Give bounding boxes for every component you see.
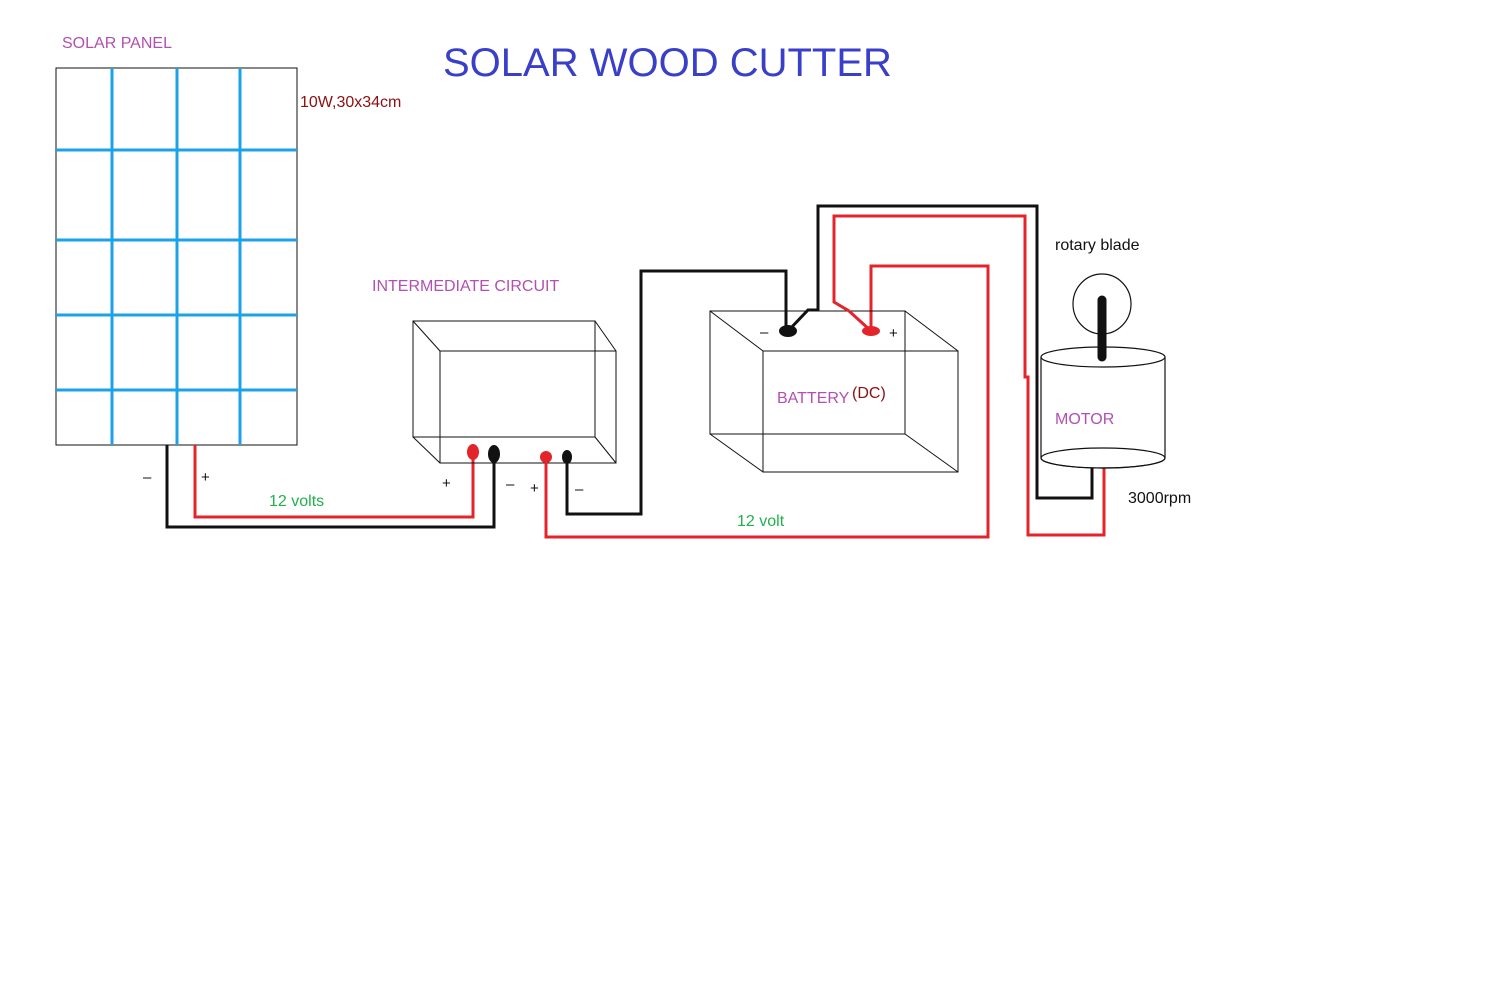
battery-voltage-label: 12 volt — [737, 513, 785, 530]
circuit-to-battery-wires: 12 volt — [544, 264, 990, 539]
motor-label: MOTOR — [1055, 411, 1114, 428]
diagram-title: SOLAR WOOD CUTTER — [443, 41, 892, 85]
battery-to-motor-negative-wire — [786, 204, 1094, 500]
rotary-blade-label: rotary blade — [1055, 237, 1140, 254]
panel-to-circuit-wires: 12 volts — [165, 445, 496, 529]
circuit-output-plus-sign: + — [530, 480, 539, 497]
solar-panel-grid — [56, 68, 297, 445]
rotary-blade: rotary blade — [1055, 237, 1140, 362]
panel-voltage-label: 12 volts — [269, 493, 324, 510]
solar-panel: SOLAR PANEL 10W,30x34cm – + — [55, 35, 401, 486]
battery: – + BATTERY (DC) — [709, 310, 959, 473]
circuit-input-minus-sign: – — [506, 476, 515, 493]
circuit-to-battery-positive-wire — [544, 264, 990, 539]
motor-bottom — [1040, 447, 1166, 469]
circuit-input-positive-terminal — [467, 444, 479, 460]
solar-panel-spec: 10W,30x34cm — [300, 94, 401, 111]
panel-negative-wire — [165, 445, 496, 529]
solar-panel-minus-sign: – — [143, 469, 152, 486]
battery-to-motor-positive-wire — [832, 214, 1106, 537]
panel-positive-wire — [193, 445, 475, 519]
solar-panel-label: SOLAR PANEL — [62, 35, 172, 52]
motor: MOTOR 3000rpm — [1040, 346, 1191, 507]
battery-type-label: (DC) — [852, 385, 886, 402]
motor-speed-label: 3000rpm — [1128, 490, 1191, 507]
battery-plus-sign: + — [889, 325, 898, 342]
circuit-input-plus-sign: + — [442, 475, 451, 492]
circuit-input-negative-terminal — [488, 445, 500, 463]
circuit-output-minus-sign: – — [575, 481, 584, 498]
battery-minus-sign: – — [760, 324, 769, 341]
intermediate-circuit-label: INTERMEDIATE CIRCUIT — [372, 278, 559, 295]
battery-to-motor-wires — [786, 204, 1106, 537]
intermediate-circuit: INTERMEDIATE CIRCUIT + – + – — [372, 278, 617, 498]
battery-label: BATTERY — [777, 390, 850, 407]
circuit-to-battery-negative-wire — [565, 269, 788, 516]
solar-panel-plus-sign: + — [201, 469, 210, 486]
